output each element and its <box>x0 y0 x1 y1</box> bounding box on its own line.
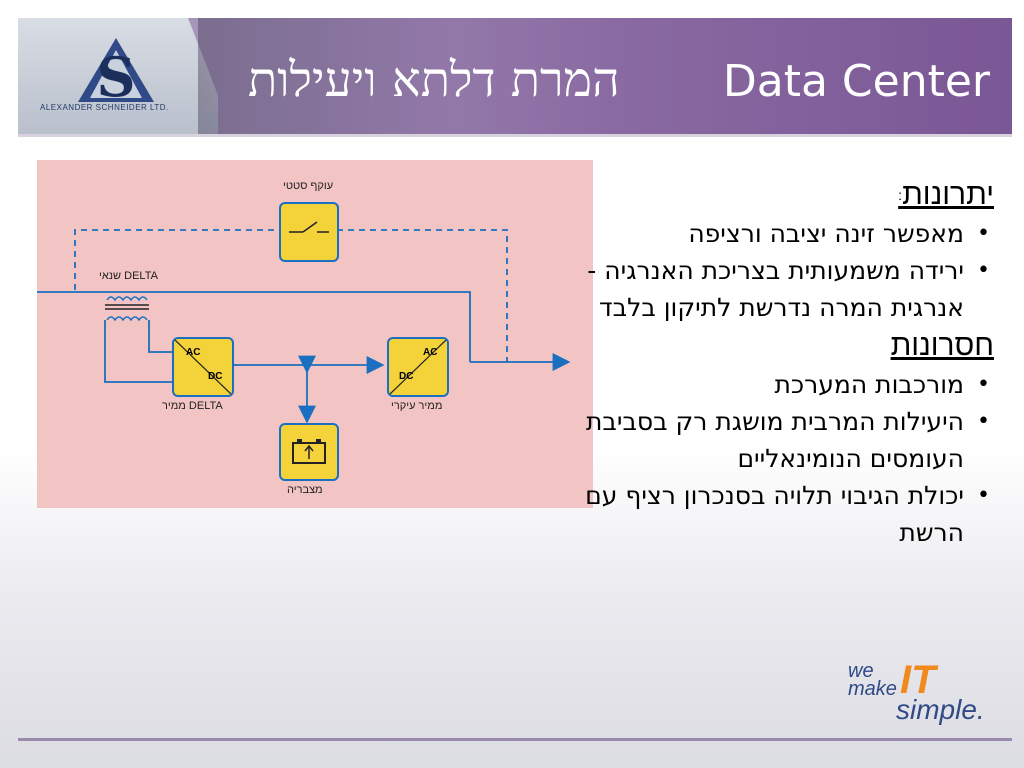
list-item: היעילות המרבית מושגת רק בסביבת העומסים ה… <box>554 403 994 477</box>
delta-converter-box: AC DC <box>172 337 234 397</box>
header-photo <box>198 18 458 134</box>
disadvantages-heading: חסרונות <box>890 329 994 362</box>
delta-transformer-label: שנאי DELTA <box>99 270 158 282</box>
brand-it: IT <box>900 658 936 702</box>
delta-converter-label: ממיר DELTA <box>162 400 223 412</box>
heading-colon: : <box>898 187 903 203</box>
list-item: יכולת הגיבוי תלויה בסנכרון רציף עם הרשת <box>554 477 994 551</box>
battery-label: מצבריה <box>287 484 323 496</box>
battery-icon <box>292 439 326 464</box>
diagram-lines <box>37 229 571 424</box>
main-converter-label: ממיר עיקרי <box>391 400 443 412</box>
converter-diagonal <box>389 339 447 395</box>
svg-text:S: S <box>97 45 136 104</box>
delta-conversion-diagram: עוקף סטטי שנאי DELTA AC DC ממיר DELTA AC… <box>37 160 593 508</box>
static-switch-label: עוקף סטטי <box>283 180 334 192</box>
content-text: יתרונות: מאפשר זינה יציבה ורציפה ירידה מ… <box>554 175 994 551</box>
dc-label: DC <box>208 371 223 382</box>
main-converter-box: AC DC <box>387 337 449 397</box>
footer-divider <box>18 738 1012 741</box>
list-item: מורכבות המערכת <box>554 366 994 403</box>
switch-icon <box>289 221 329 233</box>
converter-diagonal <box>174 339 232 395</box>
company-logo: S <box>78 38 154 104</box>
list-item: ירידה משמעותית בצריכת האנרגיה - אנרגית ה… <box>554 252 994 326</box>
advantages-list: מאפשר זינה יציבה ורציפה ירידה משמעותית ב… <box>554 215 994 326</box>
ac-label: AC <box>423 347 438 358</box>
static-switch-box <box>279 202 339 262</box>
advantages-heading: יתרונות: <box>898 178 994 211</box>
page-title-english: Data Center <box>722 56 990 107</box>
disadvantages-list: מורכבות המערכת היעילות המרבית מושגת רק ב… <box>554 366 994 551</box>
brand-simple: simple. <box>896 694 985 725</box>
dc-label: DC <box>399 371 414 382</box>
brand-we: we <box>848 660 874 682</box>
brand-logo: we make IT simple. <box>848 658 1008 725</box>
ac-label: AC <box>186 347 201 358</box>
page-title-hebrew: המרת דלתא ויעילות <box>248 52 620 108</box>
header-banner: S ALEXANDER SCHNEIDER LTD. המרת דלתא ויע… <box>18 18 1012 137</box>
company-name: ALEXANDER SCHNEIDER LTD. <box>40 103 169 112</box>
list-item: מאפשר זינה יציבה ורציפה <box>554 215 994 252</box>
battery-box <box>279 423 339 481</box>
brand-make: make <box>848 678 897 700</box>
